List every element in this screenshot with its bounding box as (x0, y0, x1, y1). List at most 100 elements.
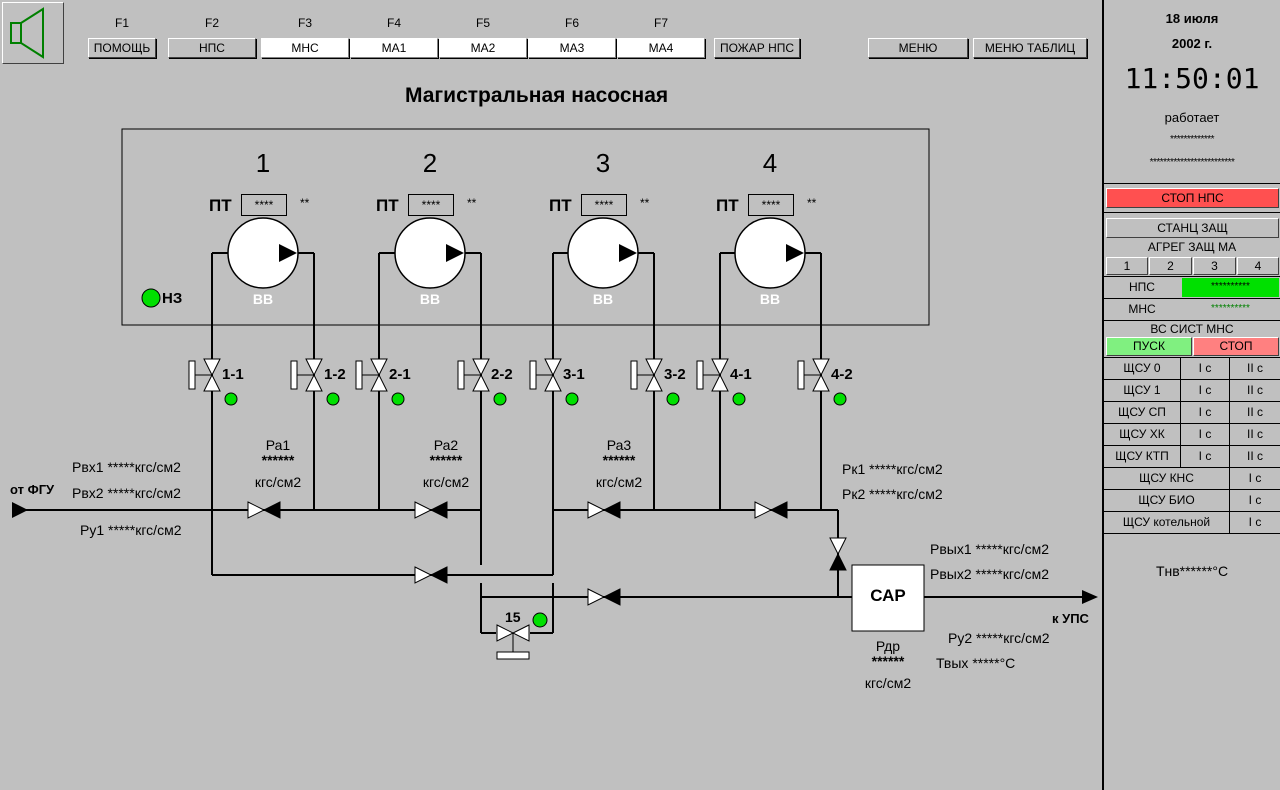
help-button[interactable]: ПОМОЩЬ (88, 38, 156, 58)
ma3-button[interactable]: МА3 (528, 38, 616, 58)
shu-row2-1-section-1[interactable]: I с (1248, 493, 1262, 507)
pump-2-icon[interactable] (394, 217, 466, 289)
aux-systems-label: ВС СИСТ МНС (1150, 322, 1234, 336)
valve-1-1-icon[interactable] (188, 358, 238, 406)
rk-valve (829, 537, 847, 571)
pa3-unit: кгс/см2 (595, 474, 643, 490)
valve-3-1-icon[interactable] (529, 358, 579, 406)
pump-4-number: 4 (762, 148, 778, 178)
valve-4-2-label: 4-2 (831, 366, 853, 383)
shu-row-1-section-2[interactable]: II с (1246, 383, 1263, 397)
shu-row-2-name[interactable]: ЩСУ СП (1118, 405, 1166, 419)
ma1-button[interactable]: МА1 (350, 38, 438, 58)
shu-row-0-name[interactable]: ЩСУ 0 (1123, 361, 1161, 375)
nps-status-value: ********** (1182, 278, 1279, 297)
pump-3-pt-value: **** (581, 194, 627, 216)
valve-4-1-icon[interactable] (696, 358, 746, 406)
mns-status-value: ********** (1211, 303, 1250, 314)
agreg-button-2[interactable]: 2 (1149, 257, 1192, 275)
mns-status-label: МНС (1128, 302, 1156, 316)
shu-row-2-section-1[interactable]: I с (1198, 405, 1212, 419)
valve-2-2-icon[interactable] (457, 358, 507, 406)
agreg-button-4[interactable]: 4 (1237, 257, 1279, 275)
valve-3-2-indicator-icon (666, 392, 680, 406)
pump-2-label: ВВ (419, 291, 441, 307)
pump-3-icon[interactable] (567, 217, 639, 289)
nz-label: НЗ (162, 290, 183, 307)
start-button[interactable]: ПУСК (1106, 337, 1192, 356)
valve-2-1-label: 2-1 (389, 366, 411, 383)
valve-4-2-icon[interactable] (797, 358, 847, 406)
pump-2-pt-value: **** (408, 194, 454, 216)
pump-3-arrow-icon (619, 244, 637, 262)
pa3-name: Ра3 (606, 437, 632, 453)
shu-row-0-section-2[interactable]: II с (1246, 361, 1263, 375)
valve-3-2-icon[interactable] (630, 358, 680, 406)
ma2-button[interactable]: МА2 (439, 38, 527, 58)
shu-row2-2-name[interactable]: ЩСУ котельной (1122, 515, 1211, 529)
pump-4-pt-label: ПТ (716, 196, 739, 215)
pumps (227, 217, 806, 289)
pk2-label: Рк2 *****кгс/см2 (842, 486, 943, 502)
pump-2-number: 2 (422, 148, 438, 178)
shu-row-3-section-1[interactable]: I с (1198, 427, 1212, 441)
logo[interactable] (2, 2, 64, 64)
pa2-value: ****** (429, 452, 463, 468)
date-year: 2002 г. (1171, 36, 1213, 51)
shu-row-1-name[interactable]: ЩСУ 1 (1123, 383, 1161, 397)
stop-button[interactable]: СТОП (1193, 337, 1279, 356)
valve-2-1-icon[interactable] (355, 358, 405, 406)
pvx1-label: Рвх1 *****кгс/см2 (72, 459, 181, 475)
ma4-button[interactable]: МА4 (617, 38, 705, 58)
valve-1-2-icon[interactable] (290, 358, 340, 406)
nps-button[interactable]: НПС (168, 38, 256, 58)
valve-3-1-indicator-icon (565, 392, 579, 406)
shu-row-4-section-2[interactable]: II с (1246, 449, 1263, 463)
shu-row2-0-section-1[interactable]: I с (1248, 471, 1262, 485)
shu-row2-2-section-1[interactable]: I с (1248, 515, 1262, 529)
shu-row-4-section-1[interactable]: I с (1198, 449, 1212, 463)
pump-3-label: ВВ (592, 291, 614, 307)
pump-1-icon[interactable] (227, 217, 299, 289)
mns-button[interactable]: МНС (261, 38, 349, 58)
pa1-unit: кгс/см2 (254, 474, 302, 490)
shu-row-2-section-2[interactable]: II с (1246, 405, 1263, 419)
shu-row-4-name[interactable]: ЩСУ КТП (1115, 449, 1169, 463)
fkey-f6-label: F6 (564, 16, 579, 30)
pump-1-stars: ** (300, 196, 310, 210)
stop-nps-button[interactable]: СТОП НПС (1106, 188, 1279, 208)
sar-label: САР (870, 586, 906, 605)
pvx2-label: Рвх2 *****кгс/см2 (72, 485, 181, 501)
valve-4-2-indicator-icon (833, 392, 847, 406)
tvyh-label: Твых *****°С (936, 655, 1016, 671)
pump-3-stars: ** (640, 196, 650, 210)
agreg-button-1[interactable]: 1 (1106, 257, 1148, 275)
valve-1-2-label: 1-2 (324, 366, 346, 383)
menu-tables-button[interactable]: МЕНЮ ТАБЛИЦ (973, 38, 1087, 58)
inlet-arrow (12, 502, 28, 518)
shu-row-0-section-1[interactable]: I с (1198, 361, 1212, 375)
header-valves (247, 501, 788, 606)
fkey-f1-label: F1 (114, 16, 129, 30)
shu-row2-1-name[interactable]: ЩСУ БИО (1138, 493, 1195, 507)
shu-row2-0-name[interactable]: ЩСУ КНС (1139, 471, 1194, 485)
sar-box (851, 564, 925, 632)
pvyh2-label: Рвых2 *****кгс/см2 (930, 566, 1049, 582)
pa1-name: Ра1 (265, 437, 291, 453)
nps-status-label: НПС (1129, 280, 1155, 294)
fire-nps-button[interactable]: ПОЖАР НПС (714, 38, 800, 58)
valve-4-1-indicator-icon (732, 392, 746, 406)
speaker-icon (10, 7, 44, 59)
shu-row-3-section-2[interactable]: II с (1246, 427, 1263, 441)
agreg-button-3[interactable]: 3 (1193, 257, 1236, 275)
fkey-f5-label: F5 (475, 16, 490, 30)
valve-15-indicator-icon (532, 612, 548, 628)
pump-4-icon[interactable] (734, 217, 806, 289)
menu-button[interactable]: МЕНЮ (868, 38, 968, 58)
shu-row-3-name[interactable]: ЩСУ ХК (1119, 427, 1165, 441)
station-protection-button[interactable]: СТАНЦ ЗАЩ (1106, 218, 1279, 238)
fkey-f7-label: F7 (653, 16, 668, 30)
pump-4-label: ВВ (759, 291, 781, 307)
shu-row-1-section-1[interactable]: I с (1198, 383, 1212, 397)
py2-label: Ру2 *****кгс/см2 (948, 630, 1050, 646)
